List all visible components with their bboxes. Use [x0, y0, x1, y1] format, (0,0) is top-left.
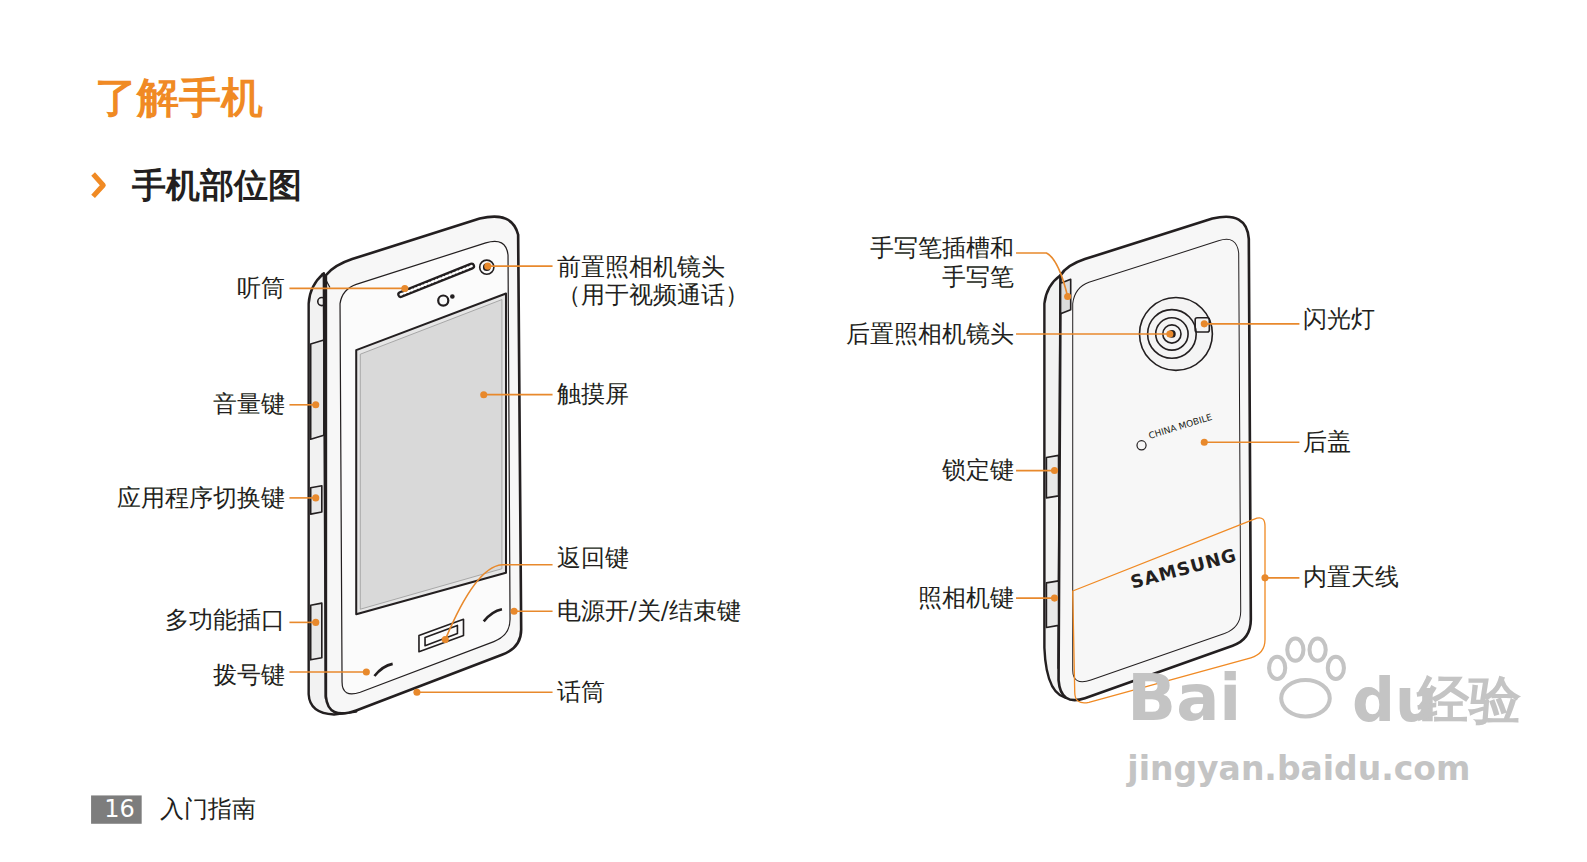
leader-dots [312, 263, 1268, 696]
watermark: 经验 [1417, 669, 1521, 731]
part-label: 锁定键 [942, 456, 1014, 485]
part-label: 前置照相机镜头 （用于视频通话） [557, 253, 772, 311]
part-label: 返回键 [557, 544, 629, 573]
chevron-icon [93, 174, 103, 196]
back-phone [1044, 217, 1265, 703]
part-label: 电源开/关/结束键 [557, 597, 741, 626]
page-number: 16 [104, 795, 135, 824]
part-label: 手写笔插槽和 手写笔 [854, 234, 1014, 292]
section-heading: 手机部位图 [132, 165, 302, 206]
page-number-box [91, 795, 142, 823]
watermark: jingyan.baidu.com [1127, 749, 1470, 789]
part-label: 后置照相机镜头 [846, 320, 1014, 349]
part-label: 音量键 [213, 390, 285, 419]
page-title: 了解手机 [95, 73, 263, 123]
part-label: 照相机键 [918, 584, 1014, 613]
watermark: Bai [1127, 660, 1241, 737]
part-label: 多功能插口 [165, 606, 285, 635]
part-label: 拨号键 [213, 661, 285, 690]
footer-text: 入门指南 [160, 795, 256, 824]
part-label: 应用程序切换键 [117, 484, 285, 513]
part-label: 内置天线 [1303, 563, 1399, 592]
part-label: 闪光灯 [1303, 305, 1375, 334]
watermark-paw [1269, 639, 1344, 717]
part-label: 触摸屏 [557, 380, 629, 409]
leader-lines [289, 253, 1299, 692]
front-phone [309, 217, 522, 715]
part-label: 后盖 [1303, 428, 1351, 457]
part-label: 话筒 [557, 678, 605, 707]
part-label: 听筒 [237, 274, 285, 303]
